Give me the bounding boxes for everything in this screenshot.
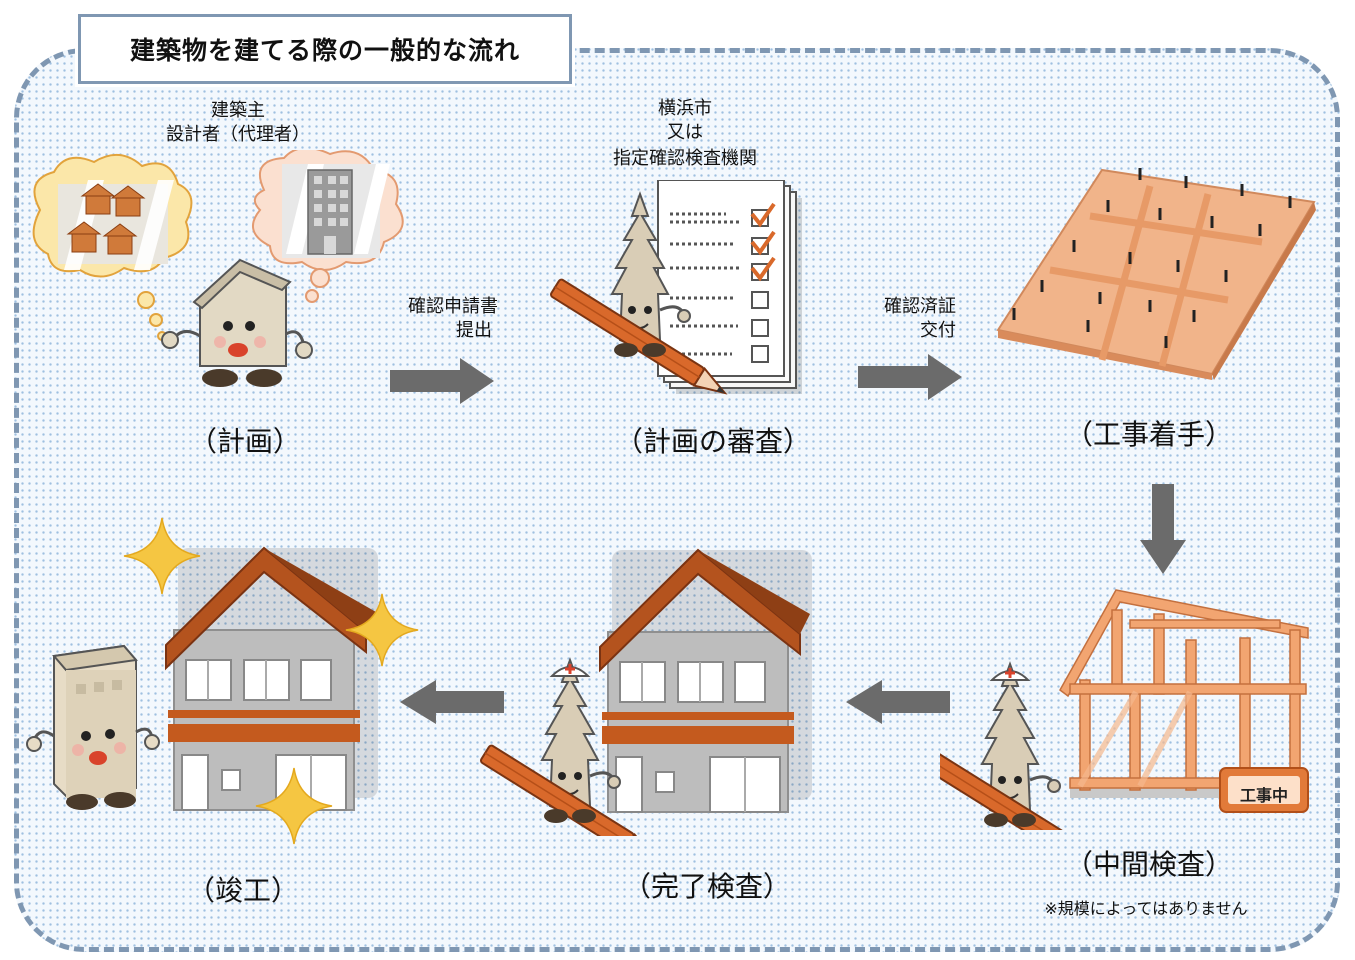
- completion-inspection-illustration: [478, 549, 813, 836]
- house-character-icon: [161, 258, 313, 387]
- thought-bubble-building-icon: [251, 150, 404, 303]
- step-construction-start: （工事着手）: [1064, 418, 1233, 451]
- title-box: 建築物を建てる際の一般的な流れ: [78, 14, 572, 84]
- foundation-icon: [996, 168, 1316, 380]
- city-label-3: 指定確認検査機関: [613, 148, 757, 169]
- plan-illustration: [32, 150, 404, 387]
- owner-label-2: 設計者（代理者）: [166, 124, 310, 145]
- completion-illustration: [26, 517, 419, 845]
- step-plan: （計画）: [188, 425, 301, 458]
- arrow-left-icon: [846, 680, 950, 724]
- step-completion-inspection: （完了検査）: [622, 870, 791, 903]
- city-label-1: 横浜市: [658, 98, 712, 119]
- arrow-right-icon: [858, 354, 962, 400]
- issue-label-1: 確認済証: [884, 296, 956, 317]
- step-review: （計画の審査）: [614, 425, 811, 458]
- owner-label-1: 建築主: [211, 100, 265, 121]
- page-title: 建築物を建てる際の一般的な流れ: [129, 36, 520, 65]
- interim-note: ※規模によってはありません: [1044, 899, 1248, 918]
- step-completion: （竣工）: [186, 874, 299, 907]
- timber-frame-icon: [1059, 589, 1309, 813]
- building-character-icon: [26, 644, 160, 810]
- review-illustration: [548, 180, 802, 403]
- issue-label-2: 交付: [920, 320, 956, 341]
- apply-label-2: 提出: [456, 320, 492, 341]
- arrow-down-icon: [1140, 484, 1186, 574]
- under-construction-sign: 工事中: [1239, 786, 1288, 805]
- apply-label-1: 確認申請書: [408, 296, 498, 317]
- step-interim-inspection: （中間検査）: [1064, 848, 1233, 881]
- interim-illustration: [940, 589, 1309, 830]
- arrow-right-icon: [390, 358, 494, 404]
- two-story-house-icon: [165, 547, 379, 811]
- arrow-left-icon: [400, 680, 504, 724]
- checklist-document-icon: [657, 180, 802, 394]
- thought-bubble-houses-icon: [32, 154, 193, 341]
- city-label-2: 又は: [667, 122, 703, 143]
- two-story-house-icon: [599, 549, 813, 813]
